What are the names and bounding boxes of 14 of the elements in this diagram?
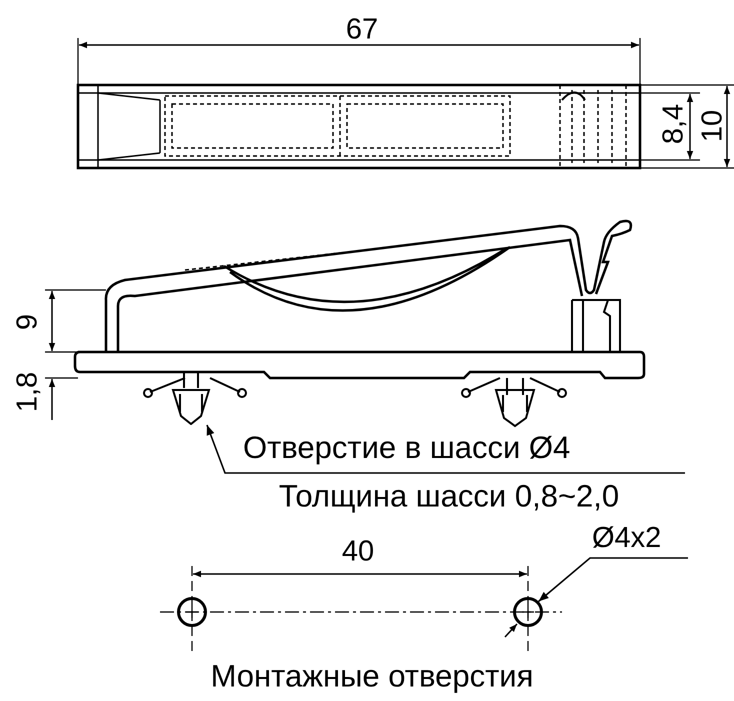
dimension-label: 8,4: [660, 104, 688, 144]
dimension-label: 1,8: [14, 372, 42, 412]
leader-line: [206, 424, 243, 474]
mounting-hole: [513, 597, 543, 627]
dimension-label: 9: [14, 314, 42, 330]
dimension-label: 10: [698, 110, 728, 142]
dimension-label: 40: [342, 538, 374, 566]
note-text: Монтажные отверстия: [210, 660, 534, 692]
leader-line: [538, 557, 688, 602]
mounting-hole: [177, 597, 207, 627]
dimension-label: 67: [346, 16, 378, 44]
note-text: Ø4x2: [592, 524, 688, 556]
note-text: Толщина шасси 0,8~2,0: [278, 480, 620, 512]
note-text: Отверстие в шасси Ø4: [243, 432, 579, 474]
